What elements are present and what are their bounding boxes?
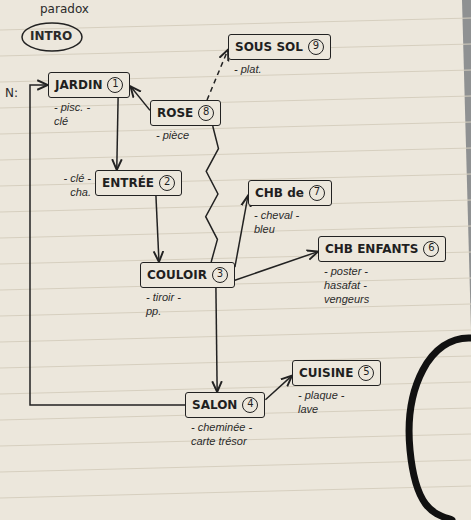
room-outline: CHB ENFANTS 6: [318, 236, 446, 262]
room-notes: - plaque - lave: [298, 389, 360, 417]
room-notes: - clé - cha.: [43, 172, 91, 200]
room-notes: - cheval - bleu: [254, 209, 316, 237]
room-box: CHB ENFANTS6- poster - hasafat - vengeur…: [318, 236, 446, 262]
room-name: ROSE: [157, 106, 193, 120]
room-connector: [156, 196, 159, 262]
room-outline: CHB de 7: [248, 180, 332, 206]
room-outline: ROSE 8: [150, 100, 221, 126]
intro-circle: [22, 23, 82, 51]
room-box: CUISINE5- plaque - lave: [292, 360, 381, 386]
room-number: 2: [159, 175, 175, 191]
room-number: 1: [107, 77, 123, 93]
room-connector: [265, 376, 292, 400]
room-outline: ENTRÉE 2: [95, 170, 182, 196]
room-name: JARDIN: [55, 78, 102, 92]
room-number: 7: [309, 185, 325, 201]
room-notes: - pièce: [156, 129, 204, 143]
room-name: COULOIR: [147, 268, 207, 282]
room-connector: [235, 252, 318, 281]
room-name: ENTRÉE: [102, 176, 154, 190]
room-number: 4: [242, 397, 258, 413]
room-connector: [235, 196, 248, 268]
room-outline: SALON 4: [185, 392, 265, 418]
room-connector: [207, 50, 228, 100]
note-label: N:: [5, 86, 18, 100]
room-box: JARDIN1- pisc. - clé: [48, 72, 130, 98]
room-notes: - pisc. - clé: [54, 101, 106, 129]
room-name: SALON: [192, 398, 237, 412]
room-notes: - poster - hasafat - vengeurs: [324, 265, 402, 306]
room-notes: - plat.: [234, 63, 284, 77]
room-notes: - cheminée - carte trésor: [191, 421, 275, 449]
room-name: SOUS SOL: [235, 40, 303, 54]
room-outline: SOUS SOL 9: [228, 34, 331, 60]
room-connector: [130, 86, 150, 110]
room-outline: JARDIN 1: [48, 72, 130, 98]
room-connector: [206, 126, 219, 262]
room-name: CUISINE: [299, 366, 353, 380]
section-title: INTRO: [30, 29, 72, 43]
cable: [409, 338, 471, 520]
desk-corner: [462, 0, 471, 330]
room-connector: [216, 288, 217, 392]
room-number: 3: [212, 267, 228, 283]
room-number: 8: [198, 105, 214, 121]
room-name: CHB de: [255, 186, 304, 200]
room-box: CHB de7- cheval - bleu: [248, 180, 332, 206]
room-box: COULOIR3- tiroir - pp.: [140, 262, 235, 288]
room-number: 5: [358, 365, 374, 381]
room-box: SOUS SOL9- plat.: [228, 34, 331, 60]
room-outline: COULOIR 3: [140, 262, 235, 288]
room-box: ROSE8- pièce: [150, 100, 221, 126]
room-box: ENTRÉE2- clé - cha.: [95, 170, 182, 196]
room-outline: CUISINE 5: [292, 360, 381, 386]
room-number: 6: [423, 241, 439, 257]
note-label: paradox: [40, 2, 89, 16]
room-number: 9: [308, 39, 324, 55]
ruled-lines: [0, 18, 471, 498]
room-name: CHB ENFANTS: [325, 242, 418, 256]
room-notes: - tiroir - pp.: [146, 291, 196, 319]
room-connector: [117, 98, 118, 170]
room-box: SALON4- cheminée - carte trésor: [185, 392, 265, 418]
